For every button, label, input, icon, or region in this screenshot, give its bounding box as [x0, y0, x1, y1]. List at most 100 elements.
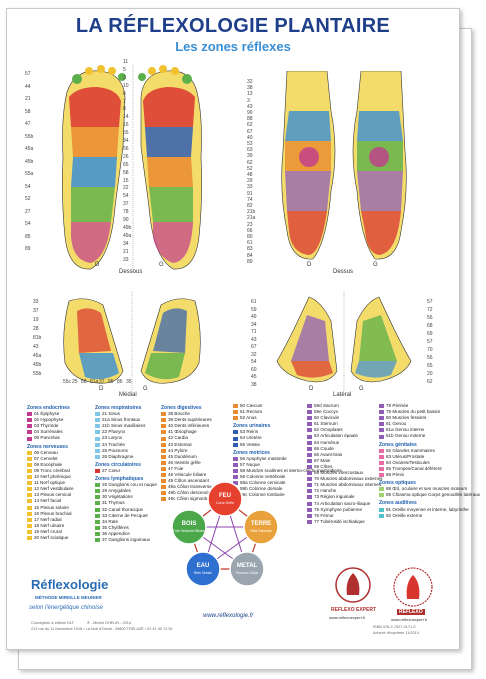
legend-item-label: 25 Poumons	[102, 447, 128, 453]
lateral-left-number: 38	[251, 381, 257, 388]
brand-tagline: selon l'énergétique chinoise	[29, 605, 103, 611]
dessous-left-number: 58	[25, 108, 31, 115]
legend-item: 15 Plexus solaire	[27, 505, 74, 511]
legend-swatch	[379, 422, 384, 427]
legend-item-label: 41 Œsophage	[168, 429, 197, 435]
legend-item: 61 Sternum	[307, 421, 382, 427]
legend-swatch	[307, 471, 312, 476]
legend-item-label: 15 Plexus solaire	[34, 504, 69, 510]
lateral-right-number: 65	[427, 363, 433, 369]
legend-item-label: 88 Œil, oculaire et ses muscles moteurs	[386, 486, 468, 492]
lateral-label: Latéral	[333, 392, 352, 398]
legend-item: 21b Sinus maxillaires	[95, 423, 157, 429]
legend-item-label: 21b Sinus maxillaires	[102, 423, 146, 429]
lateral-left-number: 60	[251, 366, 257, 373]
legend-item-label: 50 Cæcum	[240, 403, 263, 408]
lateral-right-number: 56	[427, 315, 433, 321]
dessous-center-number: 54	[123, 193, 129, 200]
dessous-center-number: 26	[123, 153, 129, 160]
legend-item-label: 38 Bouche	[168, 411, 190, 417]
dessous-center-number: 78	[123, 209, 129, 216]
legend-item: 72 Hanche	[307, 488, 382, 494]
medial-number: 19	[33, 317, 39, 323]
legend-item: 05 Pancréas	[27, 435, 74, 441]
legend-heading: Zones auditives	[379, 500, 417, 507]
element-name: FEU	[219, 493, 231, 499]
legend-swatch	[95, 489, 100, 494]
dessous-center-number: 49b	[123, 224, 132, 231]
legend-swatch	[307, 501, 312, 506]
legend-item-label: 68 Côtes	[314, 463, 333, 469]
legend-item-label: 12 Nerf vestibulaire	[34, 486, 74, 492]
dessus-number: 40	[247, 134, 253, 141]
legend-item: 37 Ganglions inguinaux	[95, 537, 157, 543]
legend-item-label: 10 Nerf phrénique	[34, 474, 71, 480]
dessous-left-number: 44	[25, 83, 31, 90]
legend-item-label: 59 Colonne vertébrale	[240, 474, 286, 480]
legend-swatch	[307, 513, 312, 518]
legend-heading: Zones lymphatiques	[95, 476, 144, 483]
legend-item-label: 66 Avant-bras	[314, 451, 343, 457]
dessus-number: 91	[247, 190, 253, 197]
legend-swatch	[161, 479, 166, 484]
legend-item: 70 Muscles abdominaux externes	[307, 476, 382, 482]
dessus-number: 67	[247, 128, 253, 135]
legend-item-label: 31 Thymus	[102, 500, 125, 506]
reflexo-expert-label: REFLEXO EXPERT	[331, 607, 377, 613]
legend-item-label: 22 Pharynx	[102, 429, 126, 435]
legend-swatch	[161, 448, 166, 453]
legend-item-label: 16 Plexus brachial	[34, 510, 72, 516]
legend-swatch	[27, 499, 32, 504]
legend-swatch	[95, 495, 100, 500]
brand-url[interactable]: www.reflexologie.fr	[203, 613, 254, 619]
legend-swatch	[161, 454, 166, 459]
legend-item-label: 08 Encéphale	[34, 461, 63, 467]
legend-item-label: 37 Ganglions inguinaux	[102, 536, 151, 542]
legend-item-label: 71 Muscles abdominaux internes	[314, 482, 382, 488]
dessus-number: 29	[247, 178, 253, 185]
legend-item-label: 59b Colonne dorsale	[240, 486, 283, 492]
legend-swatch	[95, 513, 100, 518]
dessous-left-number: 57	[25, 71, 31, 77]
legend-item-label: 42 Cardia	[168, 435, 188, 441]
legend-item-label: 65 Coude	[314, 445, 334, 451]
legend-swatch	[233, 456, 238, 461]
legend-item-label: 72 Hanche	[314, 488, 337, 494]
legend-item: 52 Anus	[233, 415, 342, 421]
legend-swatch	[95, 442, 100, 447]
legend-item: 50 Cæcum	[233, 403, 342, 409]
element-name: METAL	[237, 563, 258, 569]
reflexo-expert-url[interactable]: www.reflexoexpert.fr	[329, 615, 366, 620]
dessous-left-number: 54	[25, 183, 31, 190]
legend-item-label: 32 Canal thoracique	[102, 506, 144, 512]
legend-item-label: 81a Genou interne	[386, 427, 425, 433]
legend-item: 54 Uretère	[233, 435, 342, 441]
dessus-number: 48	[247, 172, 253, 178]
legend-item: 82 Glandes mammaires	[379, 448, 480, 454]
legend-swatch	[161, 466, 166, 471]
dessous-center-number: 37	[123, 201, 129, 208]
legend-item-label: 51 Rectum	[240, 409, 263, 415]
element-circle	[171, 509, 207, 545]
lateral-right-number: 20	[427, 371, 433, 377]
legend-swatch	[27, 505, 32, 510]
legend-swatch	[27, 436, 32, 441]
lateral-d-label: D	[309, 386, 314, 392]
legend-item: 59 Colonne vertébrale	[233, 474, 342, 480]
legend-item-label: 55 Vessie	[240, 441, 260, 447]
lateral-left-number: 71	[251, 329, 257, 335]
legend-item-label: 81b Genou externe	[386, 433, 426, 439]
legend-item-label: 09 Tronc cérébral	[34, 467, 70, 473]
legend-item: 92 Oreille externe	[379, 513, 480, 519]
legend-item-label: 80 Muscles fessiers	[386, 415, 427, 421]
legend-heading: Zones motrices	[233, 449, 270, 456]
element-organs: Foie Vésicule Biliaire	[173, 529, 205, 533]
legend-item: 31 Thymus	[95, 500, 157, 506]
legend-item-label: 24 Trachée	[102, 441, 125, 447]
legend-item: 84 Ovaires/Testicules	[379, 460, 480, 466]
reflexo-badge-url[interactable]: www.reflexoexpert.fr	[391, 617, 428, 622]
dessus-number: 23	[247, 221, 253, 228]
legend-swatch	[95, 424, 100, 429]
legend-item: 35 Chylifères	[95, 525, 157, 531]
